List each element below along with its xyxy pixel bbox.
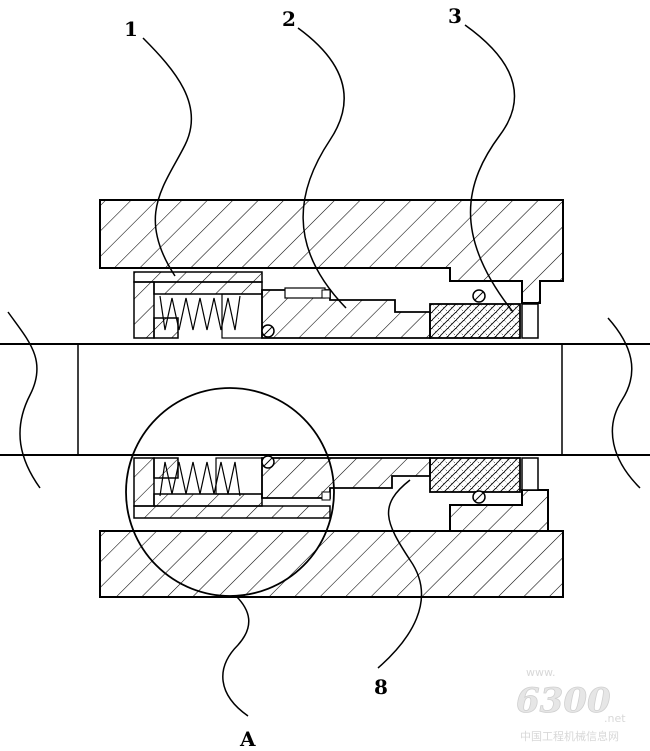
upper-spring — [159, 295, 241, 331]
watermark-suffix: .net — [604, 712, 626, 725]
callout-3: 3 — [448, 4, 462, 28]
watermark-number: 6300 — [516, 681, 611, 721]
callout-8: 8 — [374, 675, 388, 699]
lower-ring-notch — [321, 491, 331, 501]
lower-static-ring — [429, 457, 521, 493]
callout-A: A — [239, 727, 256, 751]
leader-2 — [297, 27, 347, 309]
upper-ring-shoulder — [284, 287, 326, 299]
shaft — [0, 311, 650, 489]
upper-static-ring — [429, 303, 521, 339]
upper-ring-notch — [321, 289, 331, 299]
leader-A — [222, 595, 250, 717]
lower-housing — [99, 530, 564, 598]
leader-3 — [464, 24, 516, 313]
watermark-prefix: www. — [526, 666, 555, 679]
lower-moving-ring — [261, 457, 431, 499]
watermark: www. 6300 .net 中国工程机械信息网 — [516, 666, 627, 743]
detail-A-circle — [125, 387, 335, 597]
lower-housing-step — [449, 489, 549, 532]
leader-8 — [377, 479, 423, 669]
callout-1: 1 — [124, 17, 138, 41]
callout-2: 2 — [282, 7, 296, 31]
watermark-caption: 中国工程机械信息网 — [520, 729, 619, 743]
shaft-break-left — [7, 311, 41, 489]
shaft-break-right — [607, 317, 641, 489]
upper-housing — [99, 199, 564, 304]
lower-retainer — [521, 457, 539, 491]
leader-1 — [142, 37, 193, 277]
upper-retainer — [521, 303, 539, 339]
